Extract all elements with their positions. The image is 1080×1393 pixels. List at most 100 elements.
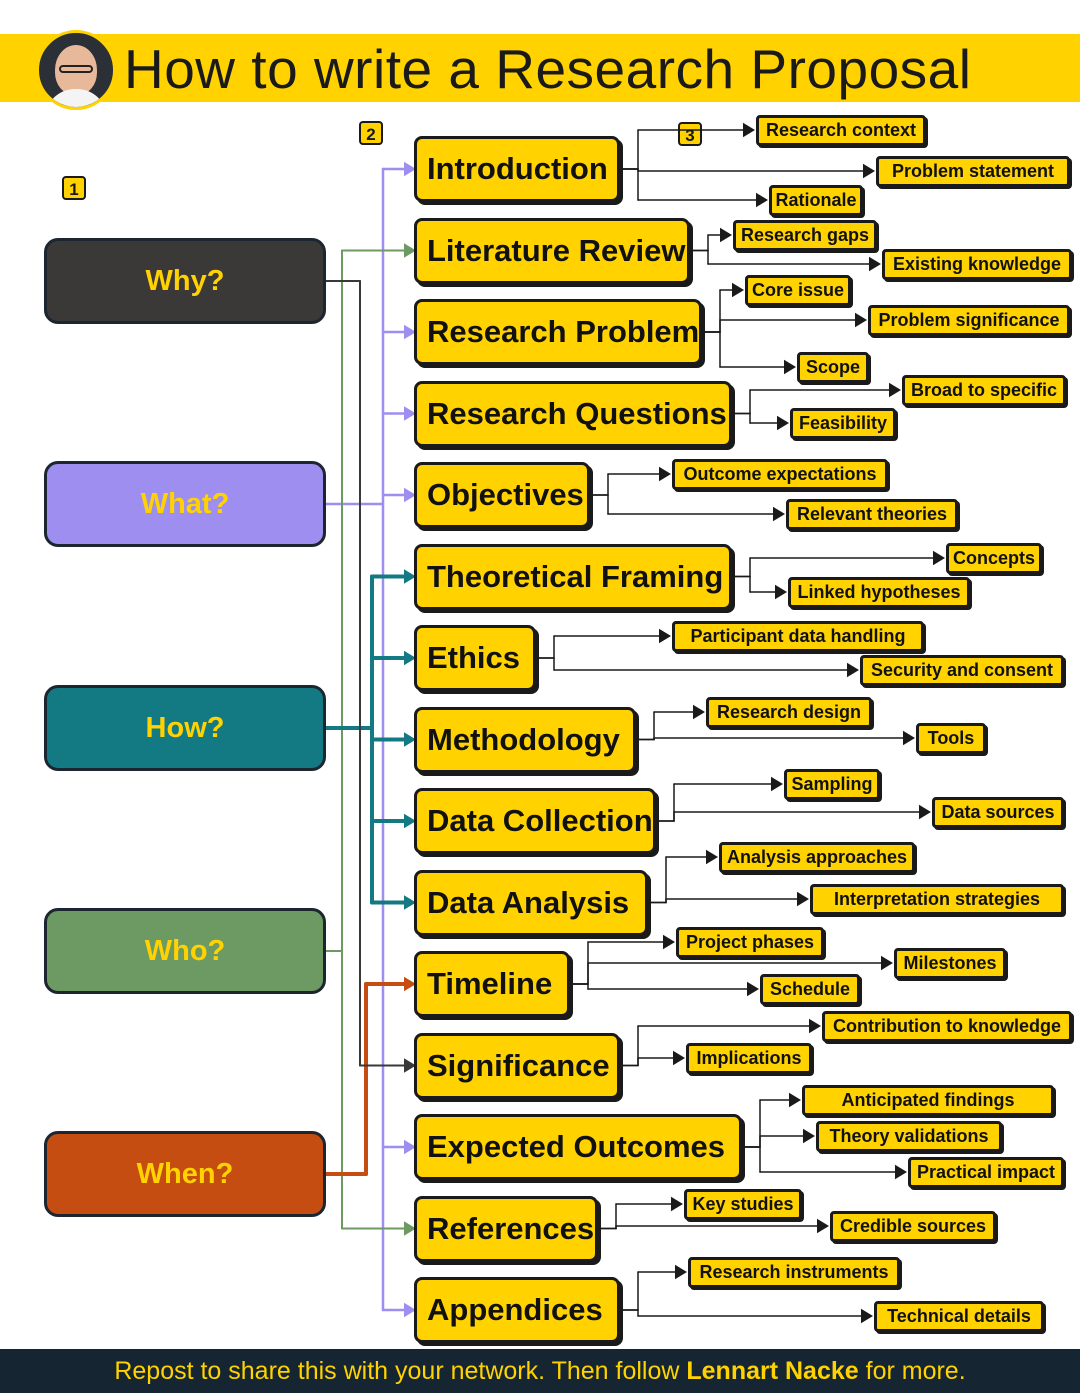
detail-arrow-data-sources	[919, 804, 931, 820]
detail-data-sources: Data sources	[932, 797, 1064, 828]
category-why: Why?	[44, 238, 326, 324]
detail-outcome-expectations: Outcome expectations	[672, 459, 888, 490]
detail-research-context: Research context	[756, 115, 926, 146]
category-who: Who?	[44, 908, 326, 994]
avatar-glasses	[59, 65, 93, 73]
section-arrow-objectives	[404, 487, 416, 503]
detail-arrow-contribution-to-knowledge	[809, 1018, 821, 1034]
detail-arrow-key-studies	[671, 1196, 683, 1212]
detail-arrow-research-context	[743, 122, 755, 138]
detail-project-phases: Project phases	[676, 927, 824, 958]
detail-tools: Tools	[916, 723, 986, 754]
detail-technical-details: Technical details	[874, 1301, 1044, 1332]
detail-linked-hypotheses: Linked hypotheses	[788, 577, 970, 608]
detail-arrow-practical-impact	[895, 1164, 907, 1180]
detail-arrow-milestones	[881, 955, 893, 971]
section-expected-outcomes: Expected Outcomes	[414, 1114, 742, 1180]
detail-participant-data-handling: Participant data handling	[672, 621, 924, 652]
section-arrow-timeline	[404, 976, 416, 992]
detail-concepts: Concepts	[946, 543, 1042, 574]
section-arrow-literature-review	[404, 243, 416, 258]
detail-arrow-outcome-expectations	[659, 466, 671, 482]
section-data-analysis: Data Analysis	[414, 869, 648, 936]
section-literature-review: Literature Review	[414, 217, 690, 284]
footer-banner: Repost to share this with your network. …	[0, 1349, 1080, 1393]
section-arrow-appendices	[404, 1302, 416, 1318]
section-arrow-data-analysis	[404, 895, 416, 910]
section-introduction: Introduction	[414, 136, 620, 202]
author-avatar: Hello! I'm Professor Nacke	[36, 30, 116, 110]
section-data-collection: Data Collection	[414, 788, 656, 854]
section-research-problem: Research Problem	[414, 299, 702, 365]
detail-arrow-linked-hypotheses	[775, 584, 787, 600]
detail-arrow-existing-knowledge	[869, 256, 881, 272]
detail-sampling: Sampling	[784, 769, 880, 800]
detail-arrow-interpretation-strategies	[797, 891, 809, 907]
section-research-questions: Research Questions	[414, 380, 732, 447]
footer-author-name[interactable]: Lennart Nacke	[686, 1357, 859, 1385]
detail-arrow-research-instruments	[675, 1264, 687, 1280]
detail-problem-statement: Problem statement	[876, 156, 1070, 187]
section-arrow-research-questions	[404, 406, 416, 421]
section-arrow-research-problem	[404, 324, 416, 340]
detail-rationale: Rationale	[769, 185, 863, 216]
detail-research-gaps: Research gaps	[733, 220, 877, 251]
detail-implications: Implications	[686, 1043, 812, 1074]
column-number-2: 2	[359, 121, 383, 145]
detail-feasibility: Feasibility	[790, 408, 896, 439]
detail-arrow-anticipated-findings	[789, 1092, 801, 1108]
section-ethics: Ethics	[414, 625, 536, 691]
section-arrow-methodology	[404, 732, 416, 747]
detail-scope: Scope	[797, 352, 869, 383]
detail-schedule: Schedule	[760, 974, 860, 1005]
section-arrow-introduction	[404, 161, 416, 177]
detail-security-and-consent: Security and consent	[860, 655, 1064, 686]
detail-research-design: Research design	[706, 697, 872, 728]
detail-arrow-broad-to-specific	[889, 382, 901, 398]
detail-theory-validations: Theory validations	[816, 1121, 1002, 1152]
section-significance: Significance	[414, 1032, 620, 1099]
detail-arrow-tools	[903, 730, 915, 746]
detail-analysis-approaches: Analysis approaches	[719, 842, 915, 873]
category-when: When?	[44, 1131, 326, 1217]
section-arrow-significance	[404, 1058, 416, 1073]
section-arrow-expected-outcomes	[404, 1139, 416, 1155]
section-arrow-ethics	[404, 650, 416, 666]
detail-arrow-feasibility	[777, 415, 789, 431]
footer-text-after: for more.	[858, 1357, 966, 1385]
detail-arrow-technical-details	[861, 1308, 873, 1324]
detail-arrow-relevant-theories	[773, 506, 785, 522]
page-title: How to write a Research Proposal	[124, 38, 972, 100]
detail-arrow-theory-validations	[803, 1128, 815, 1144]
detail-interpretation-strategies: Interpretation strategies	[810, 884, 1064, 915]
column-number-1: 1	[62, 176, 86, 200]
detail-arrow-rationale	[756, 192, 768, 208]
detail-arrow-sampling	[771, 776, 783, 792]
section-arrow-data-collection	[404, 813, 416, 829]
avatar-shirt	[45, 89, 107, 107]
category-how: How?	[44, 685, 326, 771]
detail-arrow-implications	[673, 1050, 685, 1066]
detail-contribution-to-knowledge: Contribution to knowledge	[822, 1011, 1072, 1042]
detail-arrow-research-gaps	[720, 227, 732, 243]
section-arrow-theoretical-framing	[404, 569, 416, 584]
detail-arrow-core-issue	[732, 282, 744, 298]
detail-broad-to-specific: Broad to specific	[902, 375, 1066, 406]
section-objectives: Objectives	[414, 462, 590, 528]
section-theoretical-framing: Theoretical Framing	[414, 543, 732, 610]
detail-arrow-problem-significance	[855, 312, 867, 328]
title-banner	[0, 34, 1080, 102]
detail-arrow-problem-statement	[863, 163, 875, 179]
detail-credible-sources: Credible sources	[830, 1211, 996, 1242]
detail-milestones: Milestones	[894, 948, 1006, 979]
detail-arrow-scope	[784, 359, 796, 375]
section-references: References	[414, 1195, 598, 1262]
detail-key-studies: Key studies	[684, 1189, 802, 1220]
section-timeline: Timeline	[414, 951, 570, 1017]
detail-existing-knowledge: Existing knowledge	[882, 249, 1072, 280]
detail-arrow-participant-data-handling	[659, 628, 671, 644]
detail-arrow-project-phases	[663, 934, 675, 950]
detail-arrow-credible-sources	[817, 1218, 829, 1234]
detail-arrow-schedule	[747, 981, 759, 997]
detail-arrow-security-and-consent	[847, 662, 859, 678]
